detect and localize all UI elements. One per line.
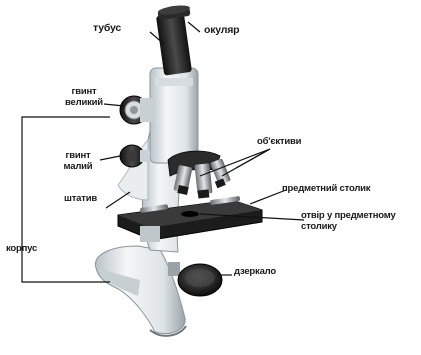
label-obyektyvy: об'єктиви	[257, 136, 301, 147]
label-gvynt-malyi: гвинт малий	[58, 150, 98, 172]
label-okular: окуляр	[204, 25, 239, 36]
eyepiece-tube	[156, 12, 192, 75]
label-gvynt-velykyi: гвинт великий	[64, 86, 104, 108]
label-tubus: тубус	[93, 23, 121, 34]
label-otvir: отвір у предметному столику	[301, 210, 419, 232]
label-dzerkalo: дзеркало	[234, 266, 276, 277]
label-predmetnyi-stolyk: предметний столик	[282, 183, 370, 194]
stage-hole	[181, 211, 199, 217]
label-korpus: корпус	[6, 243, 37, 254]
label-shtatyv: штатив	[64, 193, 97, 204]
base-foot	[95, 246, 185, 334]
